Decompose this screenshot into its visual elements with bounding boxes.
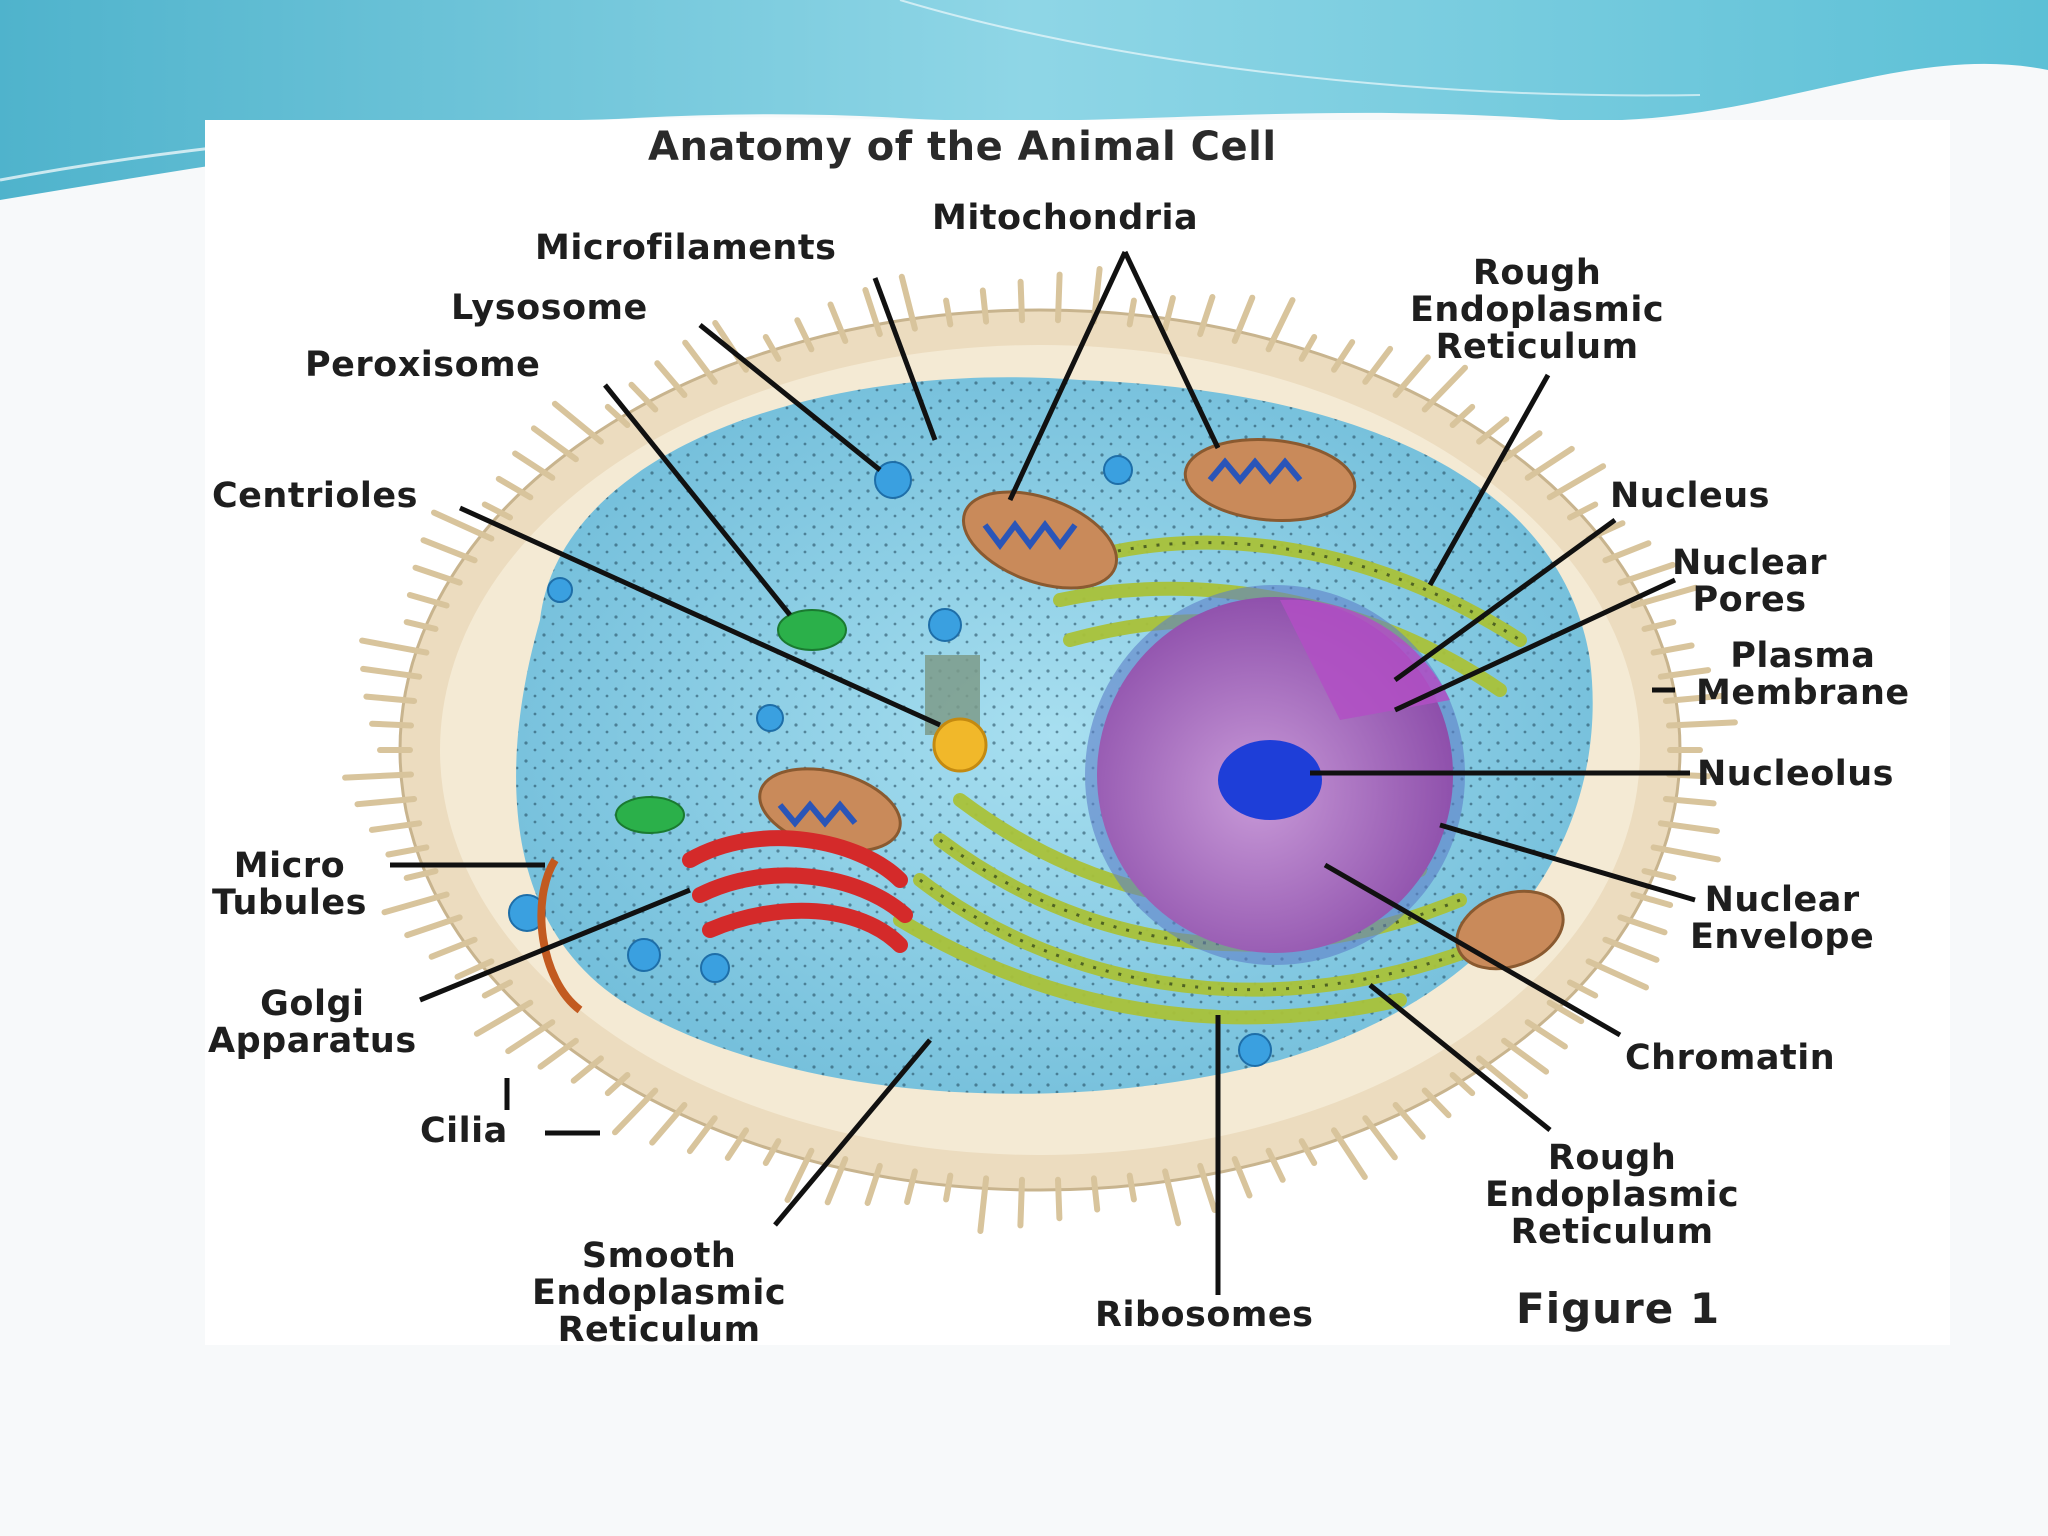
nucleolus-shape bbox=[1218, 740, 1322, 820]
rough-er-top-line-1: Rough bbox=[1410, 255, 1664, 292]
cilium bbox=[983, 291, 986, 322]
micro-tubules-line-2: Tubules bbox=[212, 885, 367, 922]
label-cilia: Cilia bbox=[420, 1113, 508, 1150]
label-chromatin: Chromatin bbox=[1625, 1040, 1835, 1077]
smooth-er-line-3: Reticulum bbox=[532, 1312, 786, 1349]
diagram-title: Anatomy of the Animal Cell bbox=[648, 124, 1277, 170]
label-plasma-membrane: Plasma Membrane bbox=[1696, 638, 1910, 712]
label-microfilaments: Microfilaments bbox=[535, 230, 836, 267]
smooth-er-line-2: Endoplasmic bbox=[532, 1275, 786, 1312]
rough-er-top-line-2: Endoplasmic bbox=[1410, 292, 1664, 329]
figure-label: Figure 1 bbox=[1516, 1284, 1720, 1333]
nuclear-pores-line-1: Nuclear bbox=[1672, 545, 1827, 582]
cilium bbox=[372, 724, 411, 726]
label-peroxisome: Peroxisome bbox=[305, 347, 540, 384]
cilium bbox=[1669, 722, 1735, 725]
cilium bbox=[1020, 1180, 1022, 1226]
rough-er-bottom-line-3: Reticulum bbox=[1485, 1214, 1739, 1251]
label-smooth-er: Smooth Endoplasmic Reticulum bbox=[532, 1238, 786, 1349]
rough-er-bottom-line-1: Rough bbox=[1485, 1140, 1739, 1177]
cell-body bbox=[400, 310, 1680, 1190]
label-micro-tubules: Micro Tubules bbox=[212, 848, 367, 922]
cilium bbox=[1130, 301, 1134, 325]
nuclear-pores-line-2: Pores bbox=[1672, 582, 1827, 619]
label-rough-er-bottom: Rough Endoplasmic Reticulum bbox=[1485, 1140, 1739, 1251]
label-lysosome: Lysosome bbox=[451, 290, 648, 327]
cilium bbox=[345, 775, 411, 778]
golgi-apparatus-line-2: Apparatus bbox=[208, 1023, 417, 1060]
label-nucleus: Nucleus bbox=[1610, 478, 1770, 515]
cilium bbox=[1058, 1180, 1059, 1218]
label-ribosomes: Ribosomes bbox=[1095, 1297, 1313, 1334]
label-nuclear-envelope: Nuclear Envelope bbox=[1690, 882, 1874, 956]
label-nucleolus: Nucleolus bbox=[1697, 756, 1894, 793]
cilium bbox=[1058, 275, 1060, 321]
label-rough-er-top: Rough Endoplasmic Reticulum bbox=[1410, 255, 1664, 366]
cilium bbox=[1021, 282, 1022, 320]
rough-er-top-line-3: Reticulum bbox=[1410, 329, 1664, 366]
rough-er-bottom-line-2: Endoplasmic bbox=[1485, 1177, 1739, 1214]
cilium bbox=[1094, 1178, 1097, 1209]
centrioles-shape bbox=[925, 655, 986, 771]
plasma-membrane-line-1: Plasma bbox=[1696, 638, 1910, 675]
label-centrioles: Centrioles bbox=[212, 478, 418, 515]
micro-tubules-line-1: Micro bbox=[212, 848, 367, 885]
nuclear-envelope-line-1: Nuclear bbox=[1690, 882, 1874, 919]
label-mitochondria: Mitochondria bbox=[932, 200, 1198, 237]
smooth-er-line-1: Smooth bbox=[532, 1238, 786, 1275]
golgi-apparatus-line-1: Golgi bbox=[208, 986, 417, 1023]
cilium bbox=[1130, 1176, 1134, 1200]
label-nuclear-pores: Nuclear Pores bbox=[1672, 545, 1827, 619]
plasma-membrane-line-2: Membrane bbox=[1696, 675, 1910, 712]
label-golgi-apparatus: Golgi Apparatus bbox=[208, 986, 417, 1060]
cilium bbox=[946, 1176, 950, 1200]
cilium bbox=[946, 301, 950, 325]
nuclear-envelope-line-2: Envelope bbox=[1690, 919, 1874, 956]
